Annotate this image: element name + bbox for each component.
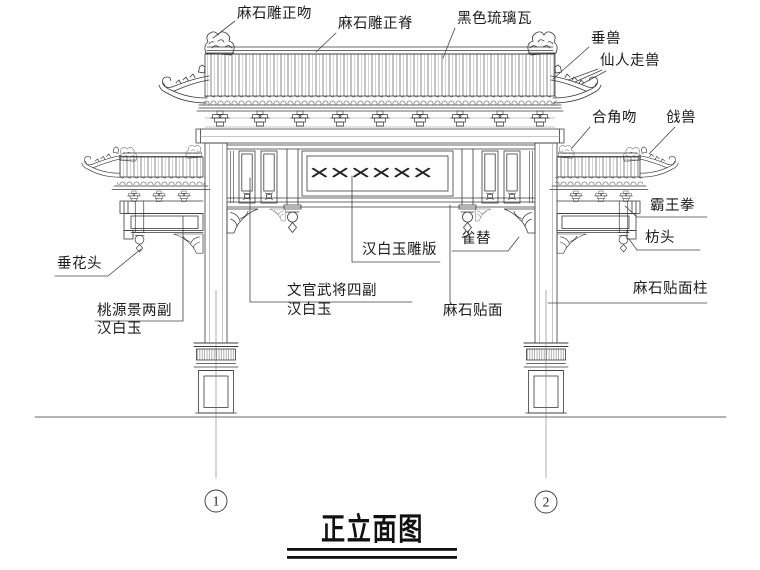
sparrow-brace-left — [226, 208, 259, 234]
dougong-band — [204, 110, 556, 128]
plaque-row: ×××××× — [226, 144, 536, 234]
official-tablet — [238, 150, 256, 204]
fang-head-right — [626, 230, 637, 240]
label-ridge-kiss: 麻石雕正吻 — [237, 6, 312, 22]
official-tablet — [260, 150, 278, 204]
wing-brace-left — [173, 233, 204, 254]
drip-tiles — [203, 96, 557, 105]
wing-corner-left — [81, 146, 122, 178]
sparrow-brace-post-right — [475, 208, 492, 222]
label-chuishou: 垂兽 — [591, 31, 621, 47]
label-bawangquan: 霸王拳 — [650, 198, 695, 214]
label-queti: 雀替 — [461, 231, 491, 247]
ridge-ornament-left — [204, 31, 235, 56]
label-stone-veneer: 麻石贴面 — [443, 303, 503, 319]
plaque-placeholder-marks: ×××××× — [309, 160, 433, 185]
sparrow-brace-post-left — [269, 208, 286, 222]
label-taoyuan-line1: 桃源景两副 — [97, 303, 172, 319]
official-tablet — [481, 150, 499, 204]
label-hejiaowen: 合角吻 — [592, 110, 637, 126]
hanging-post-left — [283, 148, 302, 234]
title-underline — [287, 548, 457, 559]
roof-corner-left — [158, 64, 210, 104]
right-wing — [549, 145, 679, 254]
axis-number-2: 2 — [543, 495, 550, 510]
main-beam — [195, 128, 565, 144]
name-board-panel: ×××××× — [301, 150, 454, 197]
label-main-ridge: 麻石雕正脊 — [338, 16, 413, 32]
pendant-column-left — [133, 200, 146, 253]
label-chuihuatou: 垂花头 — [57, 256, 102, 272]
fang-head-left — [123, 230, 134, 240]
label-stone-column: 麻石贴面柱 — [633, 281, 708, 297]
label-qiangshou: 戗兽 — [666, 110, 696, 126]
lower-beam — [226, 197, 536, 208]
label-glazed-tiles: 黑色琉璃瓦 — [457, 11, 532, 27]
roof-tiles — [204, 53, 556, 97]
label-officials-line1: 文官武将四副 — [287, 283, 377, 299]
label-immortals: 仙人走兽 — [600, 53, 660, 69]
official-tablet — [503, 150, 521, 204]
hanging-post-right — [458, 148, 477, 234]
axis-number-1: 1 — [213, 494, 220, 509]
ridge-ornament-right — [527, 31, 558, 56]
label-officials-line2: 汉白玉 — [287, 302, 332, 318]
label-fangtou: 枋头 — [645, 230, 675, 246]
left-wing — [81, 145, 211, 254]
wing-corner-right — [638, 146, 679, 178]
drawing-title: 正立面图 — [321, 512, 424, 547]
leader-lines — [54, 20, 708, 322]
main-roof — [158, 31, 602, 112]
label-taoyuan-line2: 汉白玉 — [97, 321, 142, 337]
sparrow-brace-right — [503, 208, 536, 234]
label-marble-plaque: 汉白玉雕版 — [362, 242, 437, 258]
wing-beam-left — [119, 200, 204, 214]
axis-bubble-1: 1 — [204, 489, 228, 513]
wing-brace-right — [556, 233, 587, 254]
axis-bubble-2: 2 — [534, 490, 558, 514]
